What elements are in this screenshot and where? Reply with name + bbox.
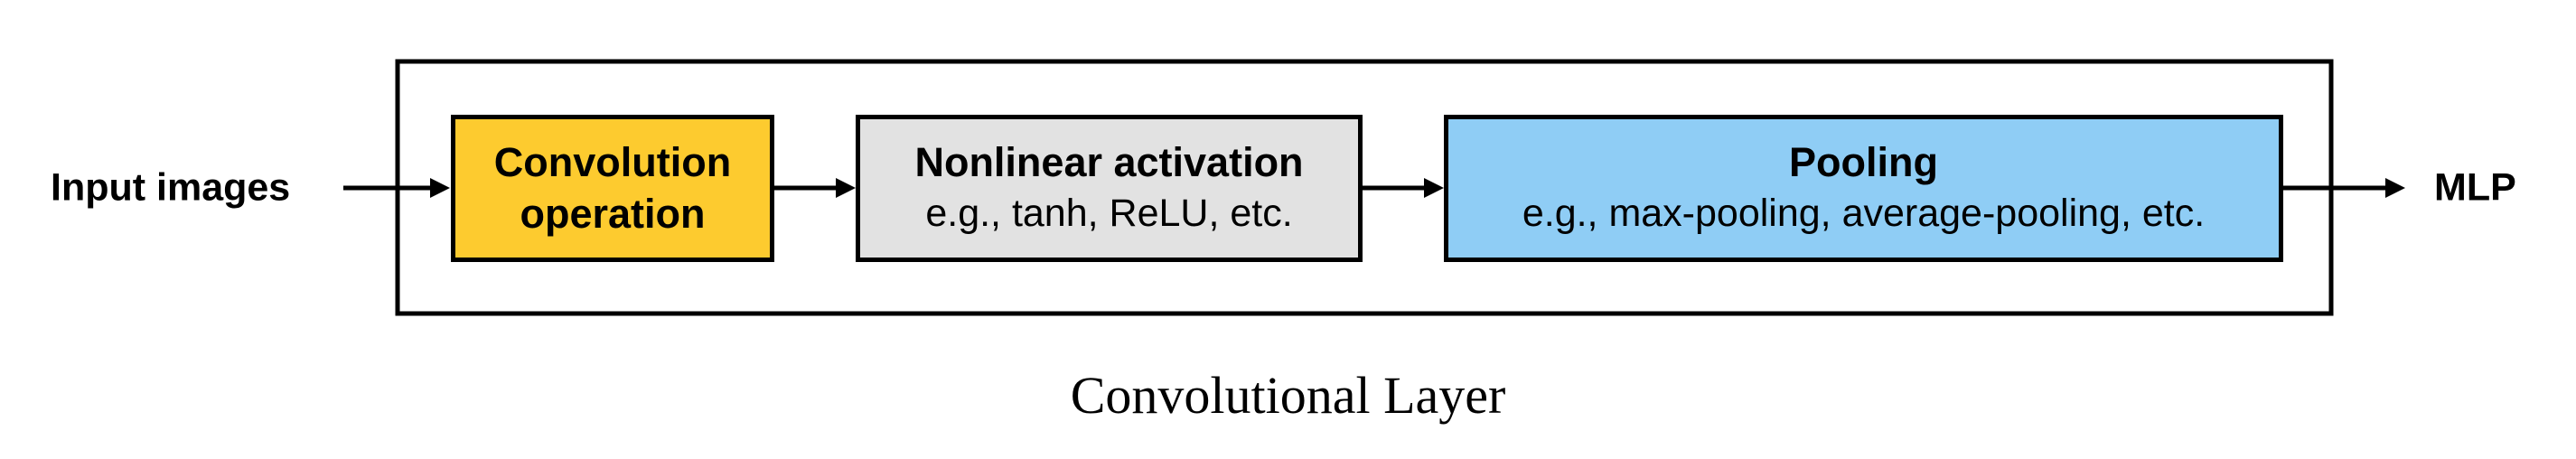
pooling-title: Pooling: [1789, 139, 1938, 186]
convolution-operation-title-line-2: operation: [520, 190, 706, 237]
arrow-pooling-to-mlp: [2283, 178, 2405, 198]
pooling-box: Pooling e.g., max-pooling, average-pooli…: [1444, 115, 2283, 262]
nonlinear-activation-box: Nonlinear activation e.g., tanh, ReLU, e…: [856, 115, 1363, 262]
arrow-activation-to-pooling: [1363, 178, 1444, 198]
convolution-operation-title-line-1: Convolution: [493, 139, 732, 186]
nonlinear-activation-examples: e.g., tanh, ReLU, etc.: [925, 191, 1293, 235]
pooling-examples: e.g., max-pooling, average-pooling, etc.: [1522, 191, 2206, 235]
arrow-input-to-convolution: [343, 178, 450, 198]
arrow-convolution-to-activation: [774, 178, 856, 198]
convolution-operation-box: Convolution operation: [451, 115, 774, 262]
diagram-caption: Convolutional Layer: [1070, 366, 1506, 425]
mlp-output-label: MLP: [2434, 165, 2516, 210]
nonlinear-activation-title: Nonlinear activation: [914, 139, 1304, 186]
input-images-label: Input images: [51, 165, 291, 210]
